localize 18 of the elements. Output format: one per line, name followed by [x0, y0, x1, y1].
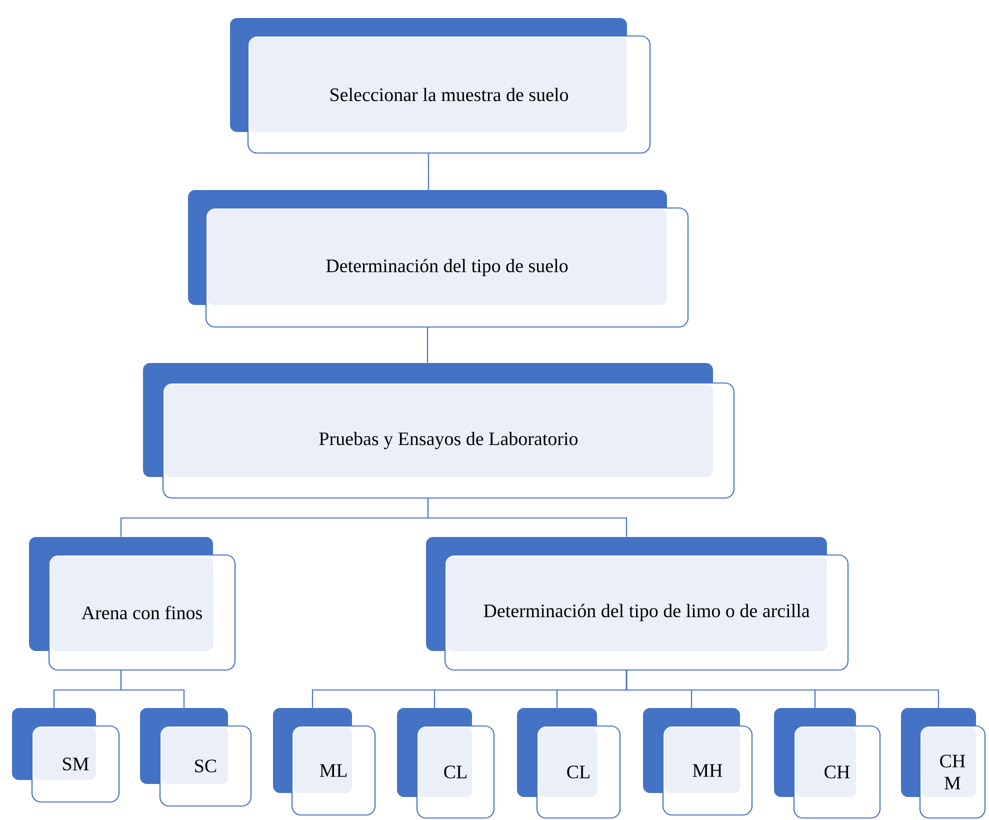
process-box: CH: [774, 708, 881, 819]
process-box: Determinación del tipo de limo o de arcilla: [426, 537, 849, 671]
process-box: ML: [273, 708, 376, 816]
process-box: SC: [140, 708, 252, 807]
process-box: SM: [12, 708, 120, 803]
connector-line: [426, 327, 428, 363]
process-box: Arena con finos: [29, 537, 236, 671]
process-box: Pruebas y Ensayos de Laboratorio: [143, 363, 735, 499]
connector-line: [626, 670, 940, 708]
connector-line: [428, 153, 430, 190]
process-box: CH M: [901, 708, 986, 819]
process-box: CL: [517, 708, 621, 819]
process-box: Seleccionar la muestra de suelo: [230, 18, 651, 154]
process-box: Determinación del tipo de suelo: [188, 190, 689, 328]
connector-line: [427, 498, 628, 537]
connector-line: [120, 670, 185, 708]
process-box: MH: [643, 708, 753, 816]
process-box: CL: [397, 708, 495, 819]
